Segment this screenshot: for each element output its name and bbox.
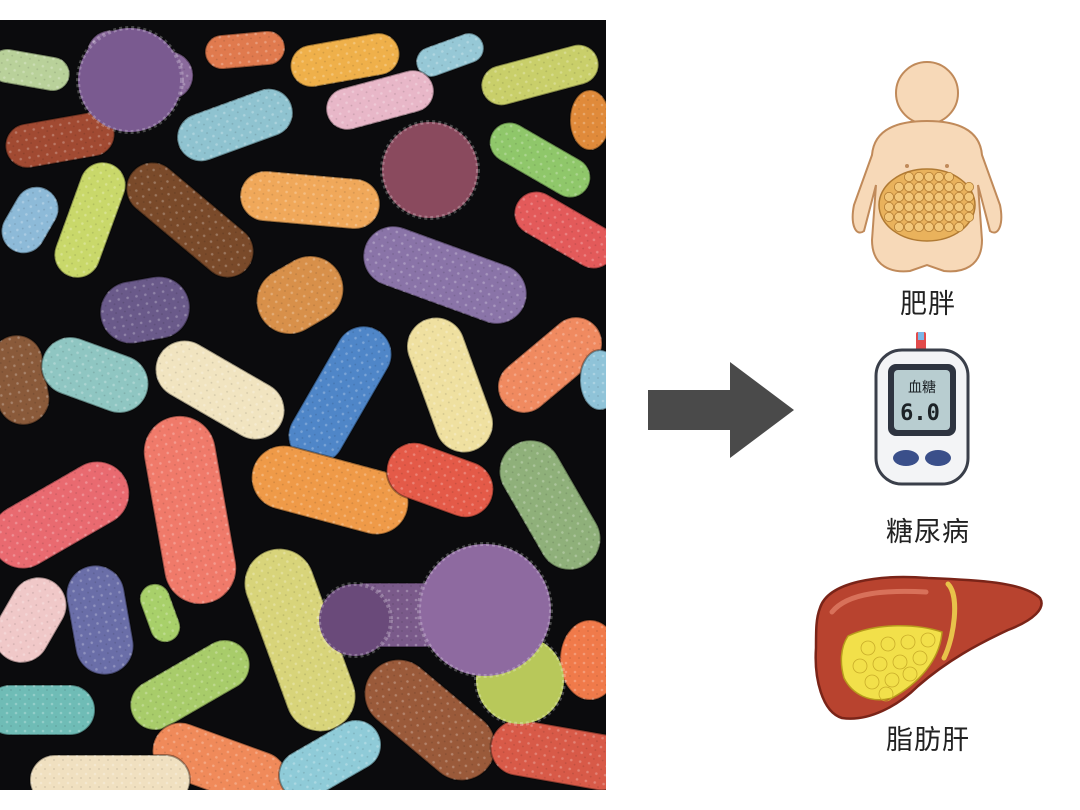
coccus (317, 582, 393, 658)
bacterium (405, 316, 495, 454)
bacterium (287, 325, 393, 465)
bacterium (204, 29, 286, 71)
bacteria-collage (0, 26, 606, 790)
bacterium (579, 349, 606, 411)
bacterium (385, 441, 495, 519)
bacterium (243, 547, 357, 733)
bacterium (513, 190, 606, 270)
bacterium (239, 170, 381, 230)
meter-title: 血糖 (908, 380, 936, 396)
bacterium (53, 161, 127, 279)
condition-label-diabetes: 糖尿病 (886, 517, 970, 548)
bacterium (99, 275, 191, 345)
coccus (76, 26, 184, 134)
obese-body-icon (851, 61, 1003, 273)
coccus (380, 120, 480, 220)
bacterium (125, 161, 255, 279)
bacterium (0, 576, 68, 664)
bacterium (250, 444, 410, 536)
gut-bacteria-illustration (0, 20, 606, 790)
bacterium (0, 684, 96, 736)
bacterium (4, 111, 116, 169)
condition-label-fatty-liver: 脂肪肝 (886, 725, 970, 756)
condition-label-obesity: 肥胖 (900, 289, 956, 320)
bacterium (0, 460, 131, 570)
bacterium (0, 185, 60, 255)
bacterium (142, 414, 238, 606)
bacterium (129, 639, 251, 731)
bacterium (176, 87, 294, 163)
fatty-liver-icon (814, 575, 1043, 720)
meter-reading: 6.0 (900, 401, 940, 426)
bacterium (480, 43, 600, 107)
bacterium (362, 225, 528, 325)
bacterium (489, 718, 606, 790)
bacterium (498, 439, 602, 571)
bacterium (569, 89, 606, 151)
bacterium (65, 564, 135, 676)
bacterium (0, 48, 71, 92)
bacterium (488, 121, 592, 199)
bacterium (0, 334, 51, 426)
right-arrow-icon (648, 362, 794, 458)
bacterium (154, 339, 286, 441)
bacterium (278, 719, 382, 790)
bacterium (415, 32, 485, 78)
bacterium (559, 619, 606, 701)
bacterium (255, 255, 345, 335)
bacterium (289, 32, 401, 88)
bacterium (29, 754, 191, 790)
bacterium (40, 336, 150, 414)
glucose-meter-icon: 血糖 6.0 (874, 332, 970, 486)
coccus (417, 542, 553, 678)
bacterium (138, 582, 182, 644)
bacterium (496, 316, 604, 414)
bacterium (363, 658, 497, 782)
